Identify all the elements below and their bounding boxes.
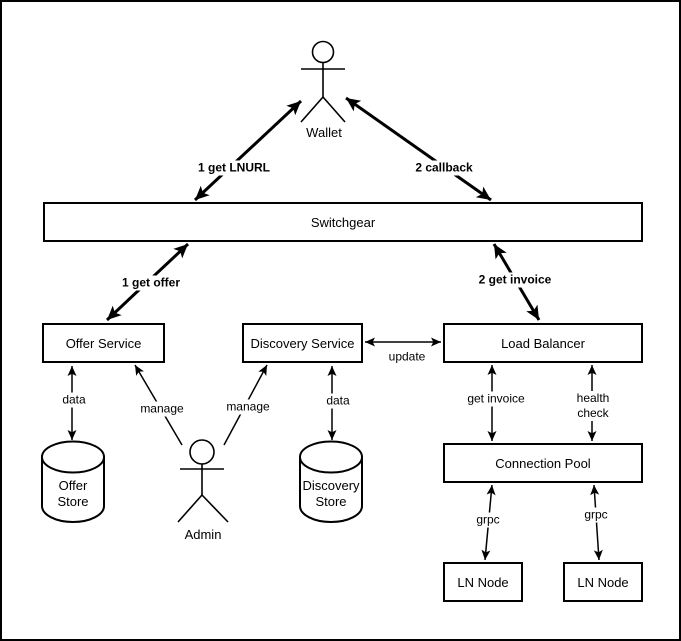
arrow-callback: [345, 96, 492, 202]
offer-service-node: Offer Service: [42, 323, 165, 363]
connection-pool-node: Connection Pool: [443, 443, 643, 483]
edge-label-grpc-left: grpc: [474, 512, 502, 528]
edge-label-grpc-right: grpc: [582, 507, 610, 523]
edge-label-manage-left: manage: [138, 401, 186, 417]
admin-actor-icon: [177, 439, 229, 523]
switchgear-label: Switchgear: [310, 214, 376, 230]
edge-label-get-invoice: get invoice: [465, 391, 527, 407]
edge-label-callback: 2 callback: [413, 160, 475, 176]
discovery-store-cylinder-icon: [299, 440, 363, 523]
ln-node-left-label: LN Node: [457, 574, 509, 590]
edge-label-health-check: health check: [574, 391, 612, 421]
edge-label-update: update: [386, 349, 428, 365]
discovery-store-label-line1: Discovery: [302, 478, 360, 493]
edge-label-health: health: [576, 391, 610, 405]
discovery-service-label: Discovery Service: [250, 335, 355, 351]
offer-store-label-line1: Offer: [58, 478, 88, 493]
edge-label-check: check: [577, 406, 609, 420]
offer-store-cylinder-icon: [41, 440, 105, 523]
arrow-get-lnurl: [193, 99, 303, 202]
edge-label-get-offer: 1 get offer: [119, 275, 183, 291]
ln-node-right: LN Node: [563, 562, 643, 602]
connection-pool-label: Connection Pool: [495, 455, 591, 471]
edge-label-get-invoice-seq: 2 get invoice: [476, 272, 554, 288]
switchgear-node: Switchgear: [43, 202, 643, 242]
wallet-label: Wallet: [306, 125, 342, 140]
wallet-actor-icon: [300, 40, 346, 123]
discovery-store-label-line2: Store: [315, 494, 347, 509]
admin-label: Admin: [184, 527, 222, 542]
arrow-grpc-right: [590, 484, 603, 561]
offer-store-label-line2: Store: [57, 494, 89, 509]
edge-label-manage-right: manage: [224, 399, 272, 415]
discovery-service-node: Discovery Service: [242, 323, 363, 363]
edge-label-get-lnurl: 1 get LNURL: [196, 160, 272, 176]
discovery-store-label: Discovery Store: [302, 478, 359, 510]
offer-service-label: Offer Service: [65, 335, 142, 351]
ln-node-right-label: LN Node: [577, 574, 629, 590]
edge-label-data-right: data: [324, 393, 352, 409]
load-balancer-node: Load Balancer: [443, 323, 643, 363]
load-balancer-label: Load Balancer: [501, 335, 585, 351]
offer-store-label: Offer Store: [57, 478, 88, 510]
edge-label-data-left: data: [60, 392, 88, 408]
ln-node-left: LN Node: [443, 562, 523, 602]
